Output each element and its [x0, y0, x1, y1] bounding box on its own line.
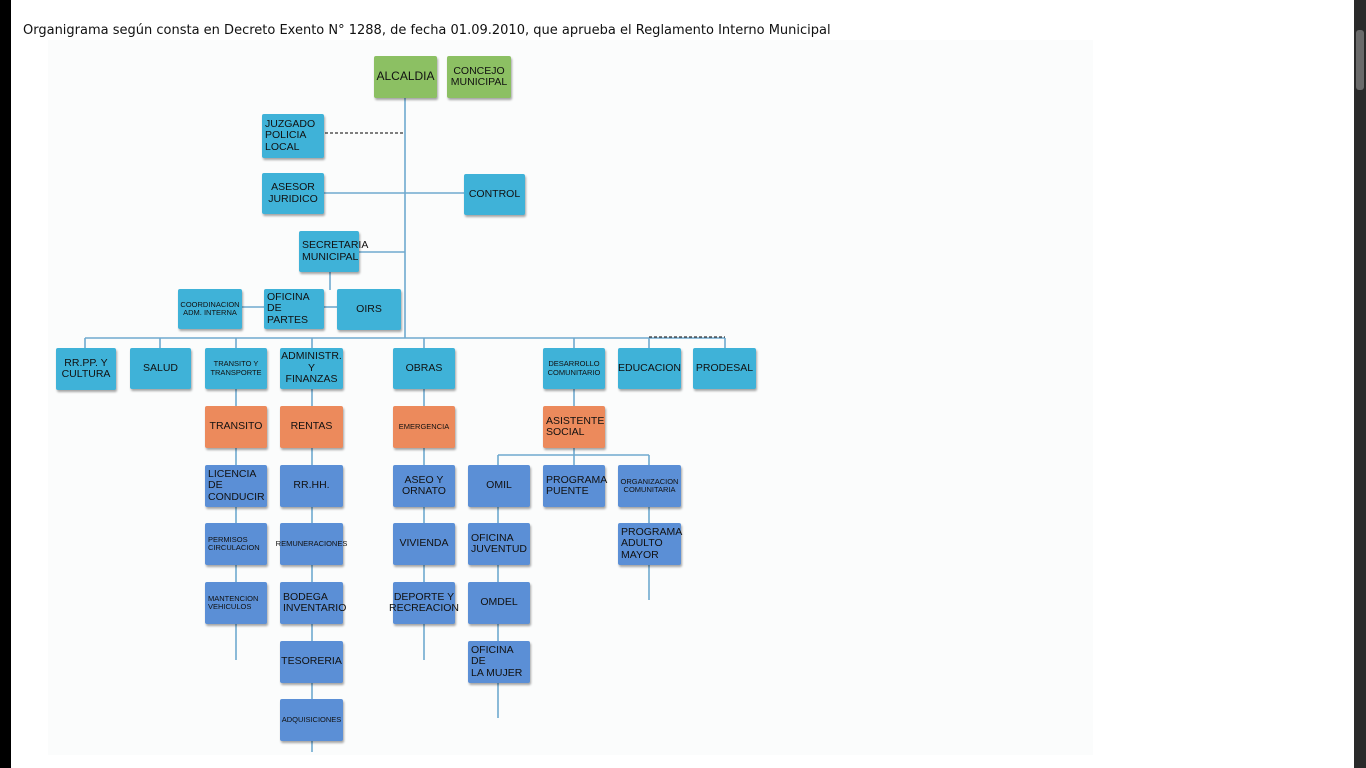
node-oficina-de-la-mujer: OFICINA DE LA MUJER — [468, 641, 530, 683]
node-mantencion-vehiculos: MANTENCION VEHICULOS — [205, 582, 267, 624]
node-desarrollo-comunitario: DESARROLLO COMUNITARIO — [543, 348, 605, 389]
node-secretaria-municipal: SECRETARIA MUNICIPAL — [299, 231, 368, 272]
node-organizacion-comunitaria: ORGANIZACION COMUNITARIA — [618, 465, 681, 507]
node-aseo-y-ornato: ASEO Y ORNATO — [393, 465, 455, 507]
node-emergencia: EMERGENCIA — [393, 406, 455, 448]
node-obras: OBRAS — [393, 348, 455, 389]
node-rrhh: RR.HH. — [280, 465, 343, 507]
node-administr-y-finanzas: ADMINISTR. Y FINANZAS — [280, 348, 343, 389]
page-caption: Organigrama según consta en Decreto Exen… — [23, 23, 831, 38]
scrollbar-track[interactable] — [1354, 0, 1366, 768]
node-prodesal: PRODESAL — [693, 348, 756, 389]
node-vivienda: VIVIENDA — [393, 523, 455, 565]
node-remuneraciones: REMUNERACIONES — [276, 523, 347, 565]
document-page: Organigrama según consta en Decreto Exen… — [11, 0, 1354, 768]
node-coordinacion-adm-interna: COORDINACION ADM. INTERNA — [178, 289, 242, 329]
node-licencia-de-conducir: LICENCIA DE CONDUCIR — [205, 465, 267, 507]
node-oficina-juventud: OFICINA JUVENTUD — [468, 523, 530, 565]
node-programa-adulto-mayor: PROGRAMA ADULTO MAYOR — [618, 523, 682, 565]
node-programa-puente: PROGRAMA PUENTE — [543, 465, 607, 507]
node-oficina-de-partes: OFICINA DE PARTES — [264, 289, 324, 329]
node-oirs: OIRS — [337, 289, 401, 330]
node-educacion: EDUCACION — [618, 348, 681, 389]
org-chart-scan — [48, 40, 1093, 755]
node-deporte-y-recreacion: DEPORTE Y RECREACION — [389, 582, 459, 624]
node-asistente-social: ASISTENTE SOCIAL — [543, 406, 605, 448]
node-rentas: RENTAS — [280, 406, 343, 448]
node-asesor-juridico: ASESOR JURIDICO — [262, 173, 324, 214]
node-transito-y-transporte: TRANSITO Y TRANSPORTE — [205, 348, 267, 389]
node-bodega-inventario: BODEGA INVENTARIO — [280, 582, 346, 624]
node-omil: OMIL — [468, 465, 530, 507]
node-omdel: OMDEL — [468, 582, 530, 624]
node-salud: SALUD — [130, 348, 191, 389]
node-tesoreria: TESORERIA — [280, 641, 343, 683]
node-control: CONTROL — [464, 174, 525, 215]
scrollbar-thumb[interactable] — [1356, 30, 1364, 90]
node-alcaldia: ALCALDIA — [374, 56, 437, 98]
node-concejo-municipal: CONCEJO MUNICIPAL — [447, 56, 511, 98]
node-rrpp-cultura: RR.PP. Y CULTURA — [56, 348, 116, 390]
node-permisos-circulacion: PERMISOS CIRCULACION — [205, 523, 267, 565]
node-transito: TRANSITO — [205, 406, 267, 448]
node-adquisiciones: ADQUISICIONES — [280, 699, 343, 741]
node-juzgado-policia-local: JUZGADO POLICIA LOCAL — [262, 114, 324, 158]
